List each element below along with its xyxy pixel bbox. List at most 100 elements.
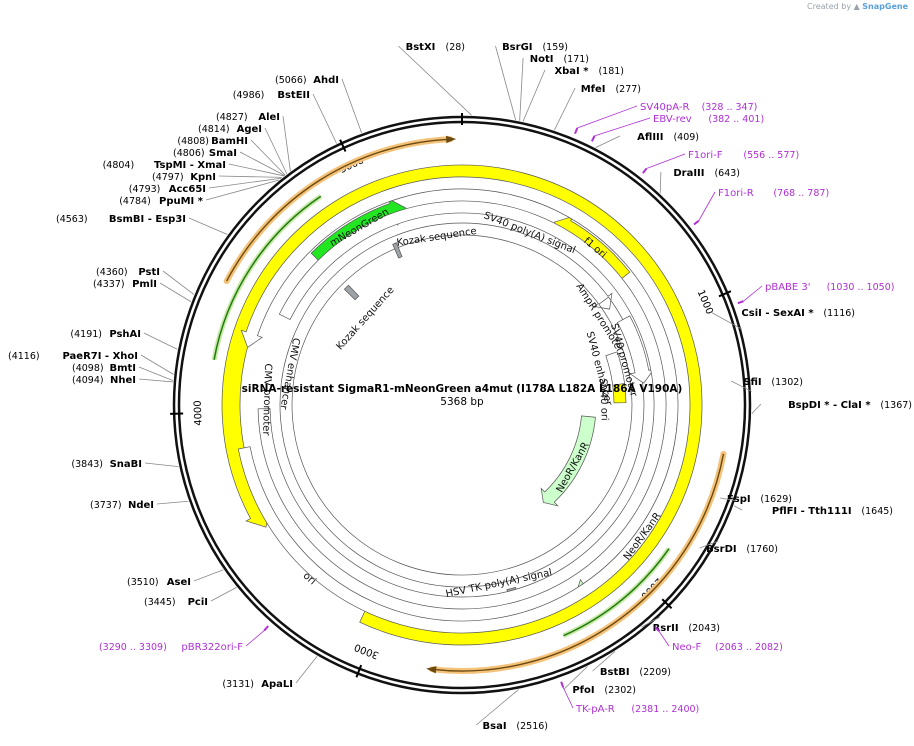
site-leader <box>208 177 282 189</box>
site-pos: (4808) <box>177 136 209 147</box>
site-name: FspI <box>727 494 751 505</box>
feature-label: SV40 ori <box>597 378 610 420</box>
feature-label: CMV promoter <box>260 363 273 436</box>
site-leader <box>143 332 178 350</box>
site-pos: (2043) <box>688 623 720 634</box>
plasmid-length: 5368 bp <box>440 396 484 408</box>
site-name: NdeI <box>128 500 154 511</box>
site-leader <box>398 45 472 116</box>
site-leader <box>563 666 588 690</box>
site-name: XbaI * <box>554 66 589 77</box>
site-name: AleI <box>258 112 280 123</box>
primer-range: (1030 .. 1050) <box>827 282 895 293</box>
site-name: BspDI * - ClaI * <box>788 400 871 411</box>
primer-range: (2381 .. 2400) <box>631 704 699 715</box>
site-pos: (28) <box>445 42 465 53</box>
site-pos: (4098) <box>72 363 104 374</box>
primer-mark <box>642 167 648 174</box>
feature-cmv-enhancer <box>257 200 667 610</box>
site-pos: (4337) <box>93 279 125 290</box>
site-pos: (1629) <box>760 494 792 505</box>
primer-leader <box>646 153 686 169</box>
site-pos: (4827) <box>216 112 248 123</box>
feature-label: CMV enhancer <box>277 337 301 411</box>
site-pos: (1367) <box>880 400 912 411</box>
primer-1: EBV-rev(382 .. 401) <box>591 114 764 142</box>
site-pos: (4116) <box>8 351 40 362</box>
orf-green-line <box>213 195 322 360</box>
site-pos: (4360) <box>96 267 128 278</box>
primer-leader <box>245 630 265 647</box>
primer-leader <box>658 631 670 647</box>
site-pos: (4806) <box>173 148 205 159</box>
orf-arcs <box>211 135 727 674</box>
primer-leader <box>577 105 638 129</box>
site-name: BstXI <box>406 42 436 53</box>
primer-mark <box>263 625 269 632</box>
site-33: SmaI(4806) <box>173 148 285 176</box>
site-37: BstEII(4986) <box>233 90 337 144</box>
site-leader <box>495 45 517 121</box>
site-pos: (4814) <box>198 124 230 135</box>
site-name: BstBI <box>600 667 630 678</box>
site-leader <box>295 655 318 684</box>
primer-name: pBABE 3' <box>765 282 811 293</box>
primer-5: Neo-F(2063 .. 2082) <box>654 626 783 653</box>
site-0: BstXI (28) <box>398 42 472 116</box>
primer-0: SV40pA-R(328 .. 347) <box>574 102 757 134</box>
site-5: AflIII(409) <box>595 132 699 148</box>
site-pos: (2209) <box>639 667 671 678</box>
site-23: BmtI(4098) <box>72 363 174 381</box>
site-pos: (1645) <box>861 506 893 517</box>
site-pos: (409) <box>673 132 699 143</box>
site-16: BsaI(2516) <box>475 689 548 732</box>
site-8: SfiI(1302) <box>731 377 803 392</box>
primer-4: pBABE 3' (1030 .. 1050) <box>737 282 895 305</box>
site-leader <box>205 179 279 201</box>
site-name: PfoI <box>572 685 594 696</box>
site-24: PaeR7I - XhoI(4116) <box>8 351 174 375</box>
site-17: ApaLI(3131) <box>222 655 318 690</box>
site-name: KpnI <box>190 172 216 183</box>
site-pos: (1116) <box>823 308 855 319</box>
site-name: PmlI <box>132 279 157 290</box>
site-leader <box>282 115 291 172</box>
primer-leader <box>562 687 574 709</box>
primer-name: pBR322ori-F <box>181 642 243 653</box>
site-leader <box>699 540 719 549</box>
site-pos: (1760) <box>746 544 778 555</box>
feature-ampr-promoter <box>279 222 645 588</box>
primer-range: (382 .. 401) <box>708 114 764 125</box>
site-pos: (4094) <box>72 375 104 386</box>
site-name: ApaLI <box>261 679 293 690</box>
site-name: BsaI <box>483 721 507 732</box>
site-36: AleI (4827) <box>216 112 291 172</box>
site-pos: (3737) <box>90 500 122 511</box>
scale-tick <box>339 139 347 152</box>
site-pos: (5066) <box>275 75 307 86</box>
site-2: NotI(171) <box>519 54 589 121</box>
site-name: NotI <box>530 54 554 65</box>
credit-prefix: Created by <box>807 2 852 11</box>
site-21: SnaBI (3843) <box>71 459 179 470</box>
orf-line <box>226 138 451 282</box>
site-name: BsrGI <box>502 42 532 53</box>
site-34: BamHI(4808) <box>177 136 286 176</box>
site-name: AgeI <box>237 124 262 135</box>
site-leader <box>733 505 743 511</box>
site-leader <box>138 378 173 383</box>
site-leader <box>341 78 362 134</box>
site-name: SfiI <box>743 377 761 388</box>
site-leader <box>554 87 576 131</box>
primer-7: pBR322ori-F(3290 .. 3309) <box>99 625 269 653</box>
primer-mark <box>591 135 596 142</box>
site-name: SnaBI <box>110 459 142 470</box>
credit-brand: SnapGene <box>862 2 908 11</box>
tick-label: 1000 <box>695 288 715 316</box>
site-leader <box>522 69 546 122</box>
site-pos: (3843) <box>71 459 103 470</box>
site-20: NdeI (3737) <box>90 500 189 511</box>
site-29: PpuMI *(4784) <box>119 179 279 207</box>
site-3: XbaI *(181) <box>522 66 624 122</box>
